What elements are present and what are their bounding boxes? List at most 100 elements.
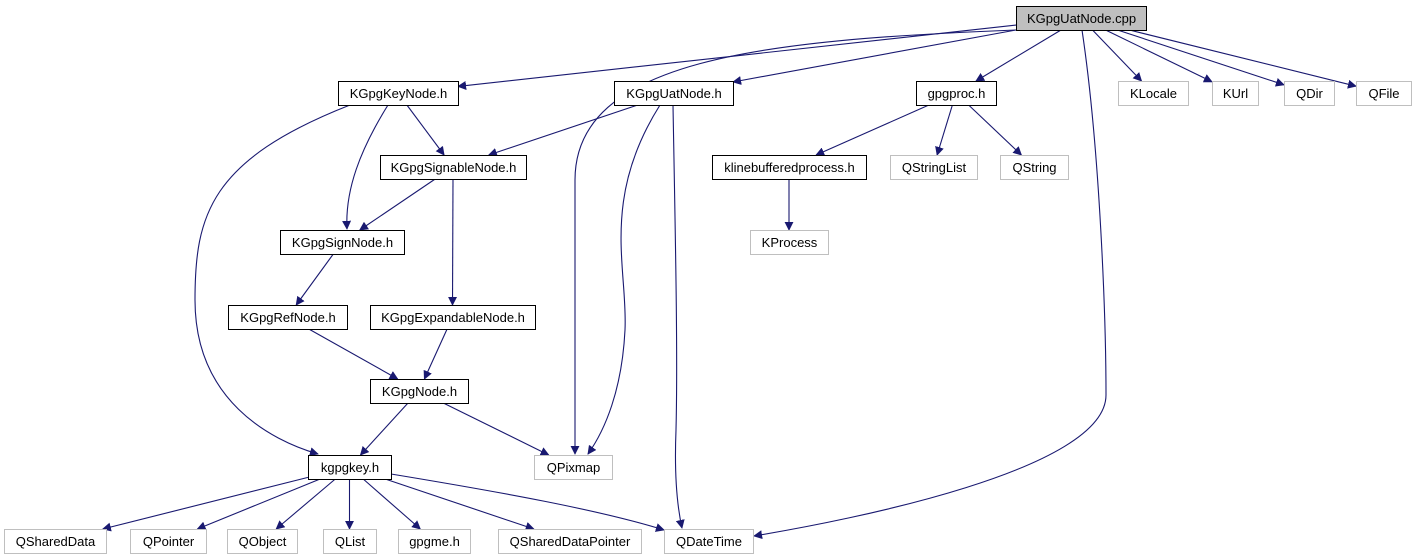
node-label: KGpgKeyNode.h (350, 86, 448, 101)
edge-line (1092, 29, 1143, 82)
node-kgpgnode-h[interactable]: KGpgNode.h (370, 379, 469, 404)
edge-kgpgexpandablenode-h-to-kgpgnode-h (423, 328, 448, 380)
node-kgpguatnode-cpp[interactable]: KGpgUatNode.cpp (1016, 6, 1147, 31)
edge-line (275, 478, 336, 530)
node-label: QPointer (143, 534, 195, 549)
node-qdatetime: QDateTime (664, 529, 754, 554)
edge-kgpgkey-h-to-qshareddata (101, 476, 309, 532)
edge-line (672, 104, 685, 529)
node-qfile: QFile (1356, 81, 1412, 106)
node-qstring: QString (1000, 155, 1069, 180)
edge-kgpguatnode-h-to-qdatetime (672, 104, 685, 529)
node-label: KLocale (1130, 86, 1177, 101)
node-kgpgkeynode-h[interactable]: KGpgKeyNode.h (338, 81, 459, 106)
edge-kgpguatnode-cpp-to-kurl (1105, 29, 1213, 83)
edge-kgpgkey-h-to-qdatetime (390, 473, 665, 532)
node-box (1212, 81, 1259, 106)
edge-kgpguatnode-h-to-qpixmap (587, 104, 661, 455)
edge-line (295, 253, 334, 306)
node-label: QFile (1368, 86, 1399, 101)
node-box (280, 230, 405, 255)
node-box (614, 81, 734, 106)
edge-kgpgrefnode-h-to-kgpgnode-h (308, 328, 399, 380)
edge-line (359, 178, 436, 231)
node-box (4, 529, 107, 554)
edge-line (443, 402, 550, 456)
edge-kgpgnode-h-to-qpixmap (443, 402, 550, 456)
node-label: KGpgSignNode.h (292, 235, 393, 250)
node-kgpgrefnode-h[interactable]: KGpgRefNode.h (228, 305, 348, 330)
edge-kgpgkeynode-h-to-kgpgkey-h (194, 104, 351, 457)
node-label: QStringList (902, 160, 967, 175)
node-kurl: KUrl (1212, 81, 1259, 106)
node-box (370, 379, 469, 404)
edge-line (587, 104, 661, 455)
edge-line (448, 178, 458, 306)
edge-kgpgkeynode-h-to-kgpgsignnode-h (342, 104, 389, 230)
node-kgpguatnode-h[interactable]: KGpgUatNode.h (614, 81, 734, 106)
node-box (1284, 81, 1335, 106)
node-label: QString (1012, 160, 1056, 175)
edge-line (308, 328, 399, 380)
node-box (308, 455, 392, 480)
node-label: kgpgkey.h (321, 460, 379, 475)
node-box (130, 529, 207, 554)
edge-line (342, 104, 389, 230)
node-box (323, 529, 377, 554)
node-box (1118, 81, 1189, 106)
node-qobject: QObject (227, 529, 298, 554)
node-label: QDir (1296, 86, 1323, 101)
node-label: KGpgUatNode.h (626, 86, 721, 101)
node-box (750, 230, 829, 255)
edge-line (101, 476, 309, 532)
node-gpgproc-h[interactable]: gpgproc.h (916, 81, 997, 106)
node-label: gpgproc.h (928, 86, 986, 101)
node-label: QPixmap (547, 460, 600, 475)
edge-kgpgkey-h-to-gpgme-h (362, 478, 421, 530)
edge-kgpguatnode-cpp-to-qdatetime (753, 29, 1107, 540)
edge-kgpgkey-h-to-qpointer (196, 478, 321, 531)
node-kgpgsignablenode-h[interactable]: KGpgSignableNode.h (380, 155, 527, 180)
node-kgpgexpandablenode-h[interactable]: KGpgExpandableNode.h (370, 305, 536, 330)
node-kgpgsignnode-h[interactable]: KGpgSignNode.h (280, 230, 405, 255)
edge-gpgproc-h-to-qstringlist (935, 104, 953, 156)
edge-line (390, 473, 665, 532)
node-box (380, 155, 527, 180)
edge-line (196, 478, 321, 531)
node-klinebufferedprocess-h[interactable]: klinebufferedprocess.h (712, 155, 867, 180)
node-box (1000, 155, 1069, 180)
edge-line (406, 104, 445, 156)
edge-kgpguatnode-cpp-to-qfile (1129, 29, 1357, 89)
edge-line (487, 104, 638, 157)
edge-line (753, 29, 1107, 540)
node-box (370, 305, 536, 330)
node-label: gpgme.h (409, 534, 460, 549)
edge-kgpguatnode-cpp-to-gpgproc-h (975, 29, 1062, 82)
edge-gpgproc-h-to-klinebufferedprocess-h (815, 104, 930, 156)
node-box (916, 81, 997, 106)
edge-line (362, 478, 421, 530)
node-box (1016, 6, 1147, 31)
node-label: QSharedData (16, 534, 96, 549)
node-qpointer: QPointer (130, 529, 207, 554)
edge-line (732, 29, 1017, 85)
node-kgpgkey-h[interactable]: kgpgkey.h (308, 455, 392, 480)
node-qpixmap: QPixmap (534, 455, 613, 480)
node-label: QList (335, 534, 366, 549)
node-label: QObject (239, 534, 287, 549)
edge-kgpguatnode-cpp-to-qdir (1117, 29, 1285, 87)
node-box (228, 305, 348, 330)
edge-line (1117, 29, 1285, 87)
node-box (498, 529, 642, 554)
node-box (664, 529, 754, 554)
edge-kgpgkeynode-h-to-kgpgsignablenode-h (406, 104, 445, 156)
edge-kgpgkey-h-to-qobject (275, 478, 336, 530)
edge-line (1129, 29, 1357, 89)
edge-kgpguatnode-h-to-kgpgsignablenode-h (487, 104, 638, 157)
node-label: KGpgUatNode.cpp (1027, 11, 1136, 26)
node-klocale: KLocale (1118, 81, 1189, 106)
node-label: KUrl (1223, 86, 1248, 101)
node-box (398, 529, 471, 554)
edge-line (457, 24, 1017, 90)
